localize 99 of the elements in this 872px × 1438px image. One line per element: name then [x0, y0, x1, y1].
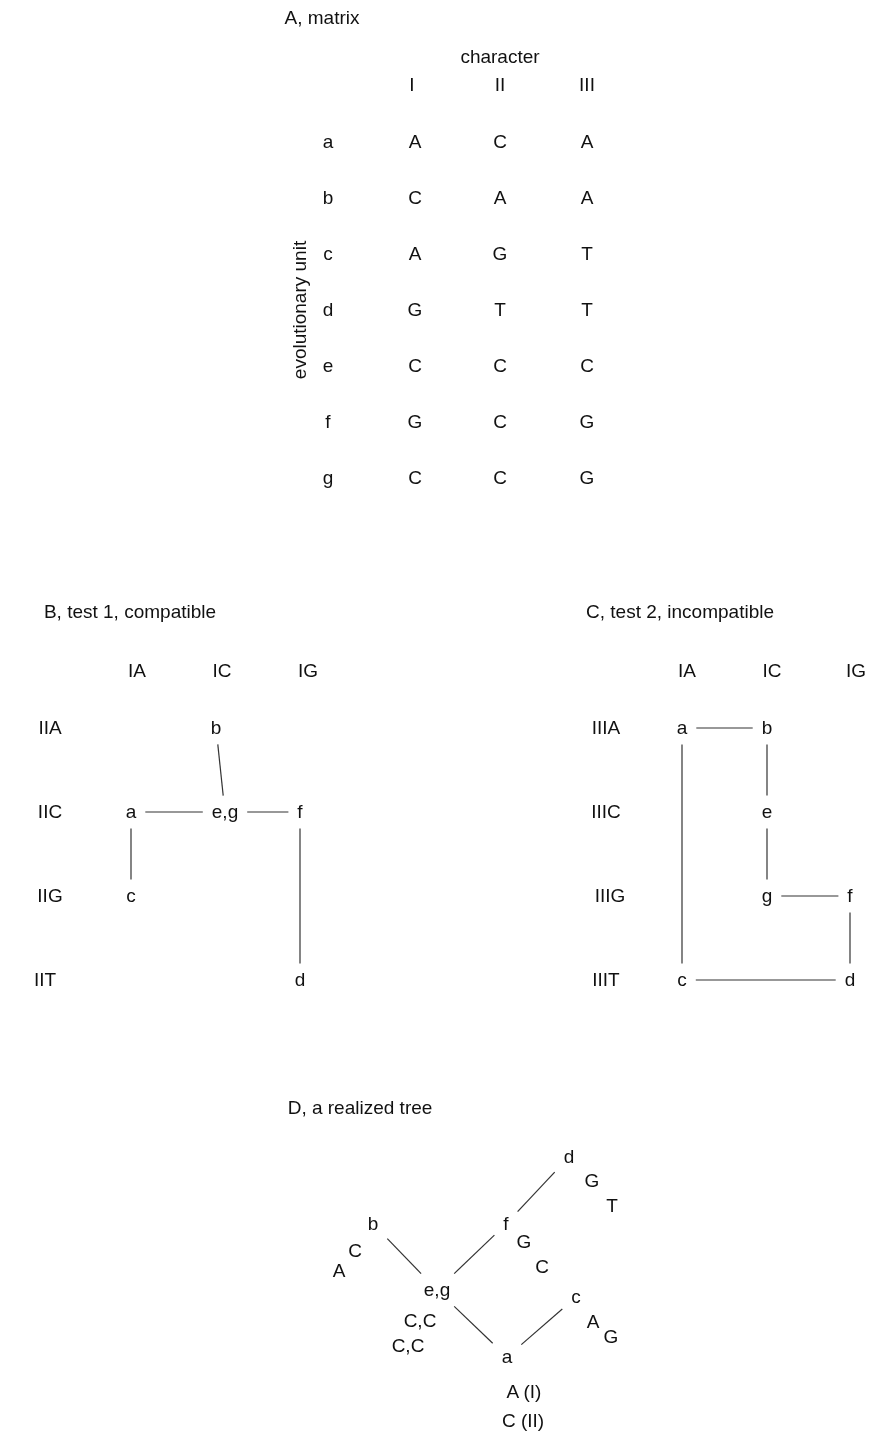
taxon-label: f [846, 885, 854, 907]
character-state-label: C [535, 1256, 549, 1278]
taxon-label: e,g [422, 1279, 452, 1301]
taxon-label: d [562, 1146, 576, 1168]
connector-line [766, 827, 768, 881]
axis-title: character [460, 46, 540, 68]
column-header: II [494, 74, 506, 96]
taxon-label: a [124, 801, 138, 823]
column-header: IC [212, 660, 232, 682]
row-header: IIIT [592, 969, 620, 991]
character-state-label: G [584, 1170, 600, 1192]
column-header: IC [762, 660, 782, 682]
connector-line [299, 827, 301, 965]
row-header: a [322, 131, 334, 153]
character-state-label: C,C [391, 1335, 425, 1357]
connector-line [130, 827, 132, 881]
taxon-label: d [293, 969, 307, 991]
taxon-label: b [760, 717, 774, 739]
connector-line [453, 1305, 494, 1344]
row-header: IIC [37, 801, 63, 823]
table-cell: C [493, 355, 507, 377]
connector-line [386, 1238, 422, 1275]
row-header: b [322, 187, 334, 209]
table-cell: A [408, 131, 422, 153]
row-header: IIG [37, 885, 63, 907]
table-cell: C [408, 355, 422, 377]
table-cell: A [493, 187, 507, 209]
row-header: d [322, 299, 334, 321]
column-header: IG [297, 660, 319, 682]
connector-line [517, 1171, 556, 1213]
panel-title: D, a realized tree [287, 1097, 433, 1119]
character-state-label: A (I) [506, 1381, 542, 1403]
table-cell: T [581, 299, 593, 321]
row-header: f [325, 411, 331, 433]
connector-line [681, 743, 683, 965]
column-header: IA [678, 660, 696, 682]
table-cell: C [493, 411, 507, 433]
taxon-label: e,g [210, 801, 240, 823]
connector-line [453, 1234, 495, 1275]
column-header: IG [845, 660, 867, 682]
table-cell: C [408, 467, 422, 489]
table-cell: T [581, 243, 593, 265]
table-cell: C [493, 131, 507, 153]
panel-title: C, test 2, incompatible [586, 601, 774, 623]
taxon-label: c [570, 1286, 582, 1308]
table-cell: C [580, 355, 594, 377]
panel-title: B, test 1, compatible [43, 601, 217, 623]
connector-line [217, 743, 224, 797]
panel-title: A, matrix [284, 7, 360, 29]
connector-line [246, 811, 289, 813]
row-header: IIIC [591, 801, 621, 823]
character-state-label: C (II) [501, 1410, 545, 1432]
character-state-label: A [586, 1311, 600, 1333]
row-header: IIIG [594, 885, 626, 907]
taxon-label: c [676, 969, 688, 991]
table-cell: C [408, 187, 422, 209]
connector-line [849, 911, 851, 965]
character-state-label: G [516, 1231, 532, 1253]
table-cell: G [579, 467, 595, 489]
character-state-label: C [348, 1240, 362, 1262]
character-state-label: C,C [403, 1310, 437, 1332]
table-cell: A [580, 187, 594, 209]
table-cell: G [407, 299, 423, 321]
taxon-label: g [760, 885, 774, 907]
column-header: I [409, 74, 415, 96]
connector-line [520, 1308, 563, 1346]
character-state-label: T [606, 1195, 618, 1217]
taxon-label: e [760, 801, 774, 823]
connector-line [144, 811, 204, 813]
taxon-label: b [366, 1213, 380, 1235]
table-cell: G [579, 411, 595, 433]
taxon-label: a [675, 717, 689, 739]
table-cell: G [492, 243, 508, 265]
connector-line [695, 979, 837, 981]
row-header: IIIA [591, 717, 621, 739]
connector-line [695, 727, 754, 729]
row-header: e [322, 355, 334, 377]
row-header: IIA [38, 717, 62, 739]
taxon-label: f [296, 801, 304, 823]
row-header: IIT [33, 969, 57, 991]
table-cell: A [408, 243, 422, 265]
table-cell: T [494, 299, 506, 321]
column-header: III [579, 74, 595, 96]
taxon-label: a [500, 1346, 514, 1368]
connector-line [780, 895, 839, 897]
connector-line [766, 743, 768, 797]
character-state-label: G [603, 1326, 619, 1348]
table-cell: C [493, 467, 507, 489]
table-cell: G [407, 411, 423, 433]
axis-title: evolutionary unit [289, 240, 311, 380]
taxon-label: c [125, 885, 137, 907]
table-cell: A [580, 131, 594, 153]
column-header: IA [128, 660, 146, 682]
character-state-label: A [332, 1260, 346, 1282]
taxon-label: d [843, 969, 857, 991]
taxon-label: f [502, 1213, 510, 1235]
row-header: c [323, 243, 333, 265]
row-header: g [322, 467, 334, 489]
taxon-label: b [209, 717, 223, 739]
